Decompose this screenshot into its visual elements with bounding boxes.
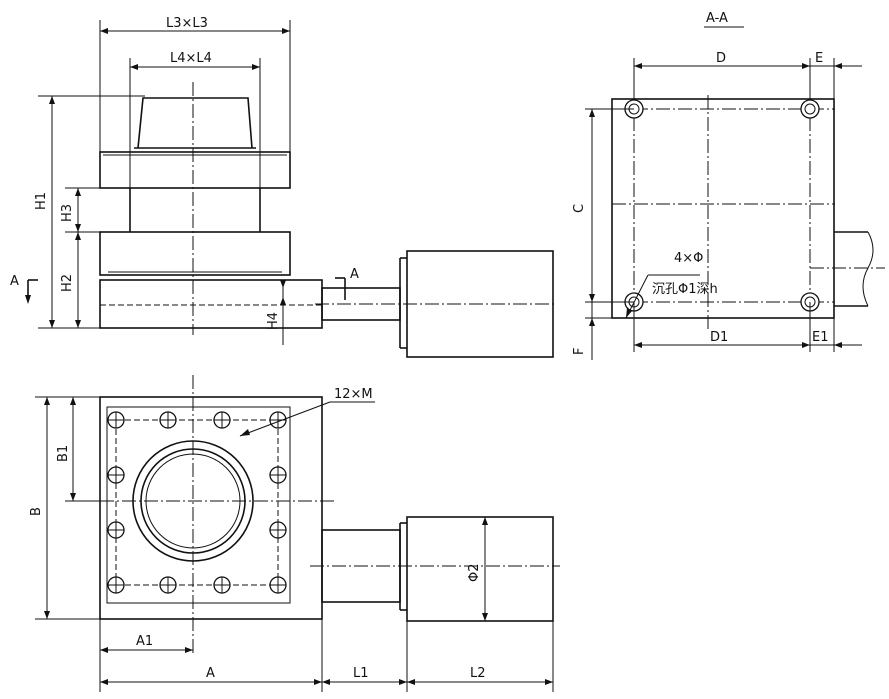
dim-l3xl3: L3×L3 bbox=[166, 16, 208, 31]
front-view: L3×L3 L4×L4 H1 H3 H2 A A bbox=[10, 16, 555, 358]
dim-a-bottom: A bbox=[206, 666, 215, 681]
dim-phi2: Φ2 bbox=[467, 563, 482, 582]
dim-l1: L1 bbox=[353, 666, 369, 681]
bolt-holes bbox=[107, 411, 287, 594]
dim-e: E bbox=[815, 51, 823, 66]
dim-a1: A1 bbox=[136, 634, 153, 649]
dim-d: D bbox=[716, 51, 726, 66]
note-counterbore: 沉孔Φ1深h bbox=[652, 282, 718, 297]
section-aa-view: A-A D E bbox=[572, 11, 885, 360]
dim-h4: H4 bbox=[266, 312, 281, 330]
dim-h2: H2 bbox=[60, 274, 75, 292]
dim-c: C bbox=[572, 204, 587, 213]
dim-l4xl4: L4×L4 bbox=[170, 51, 212, 66]
dim-h3: H3 bbox=[60, 204, 75, 222]
note-4-holes: 4×Φ bbox=[674, 251, 703, 266]
dim-f: F bbox=[572, 348, 587, 355]
top-view: 12×M Φ2 B1 B A1 bbox=[29, 375, 560, 692]
section-arrow-a-left: A bbox=[10, 274, 19, 289]
dim-b: B bbox=[29, 507, 44, 516]
dim-b1: B1 bbox=[56, 445, 71, 462]
dim-h1: H1 bbox=[34, 192, 49, 210]
dim-d1: D1 bbox=[710, 330, 728, 345]
section-arrow-a-mid: A bbox=[350, 267, 359, 282]
dim-l2: L2 bbox=[470, 666, 486, 681]
section-aa-title: A-A bbox=[706, 11, 728, 26]
note-12-holes: 12×M bbox=[334, 387, 373, 402]
dim-e1: E1 bbox=[812, 330, 829, 345]
